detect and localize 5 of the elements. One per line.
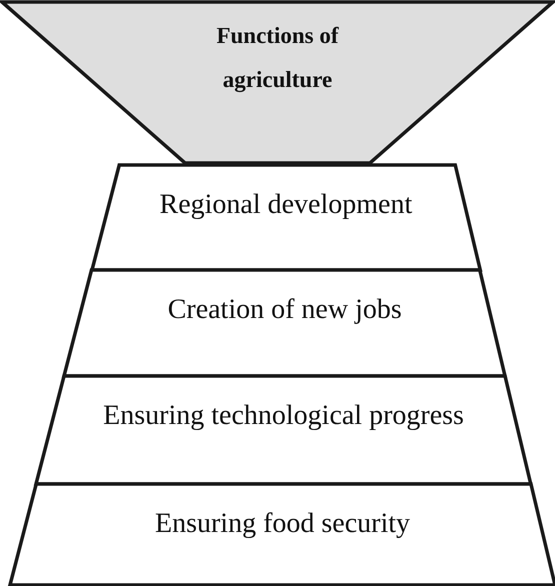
tier-label: Ensuring technological progress — [103, 399, 464, 433]
tier-label: Ensuring food security — [154, 507, 410, 541]
tier-label: Regional development — [160, 188, 412, 222]
funnel-title: Functions of agriculture — [215, 22, 340, 94]
tier-label: Creation of new jobs — [168, 293, 402, 327]
